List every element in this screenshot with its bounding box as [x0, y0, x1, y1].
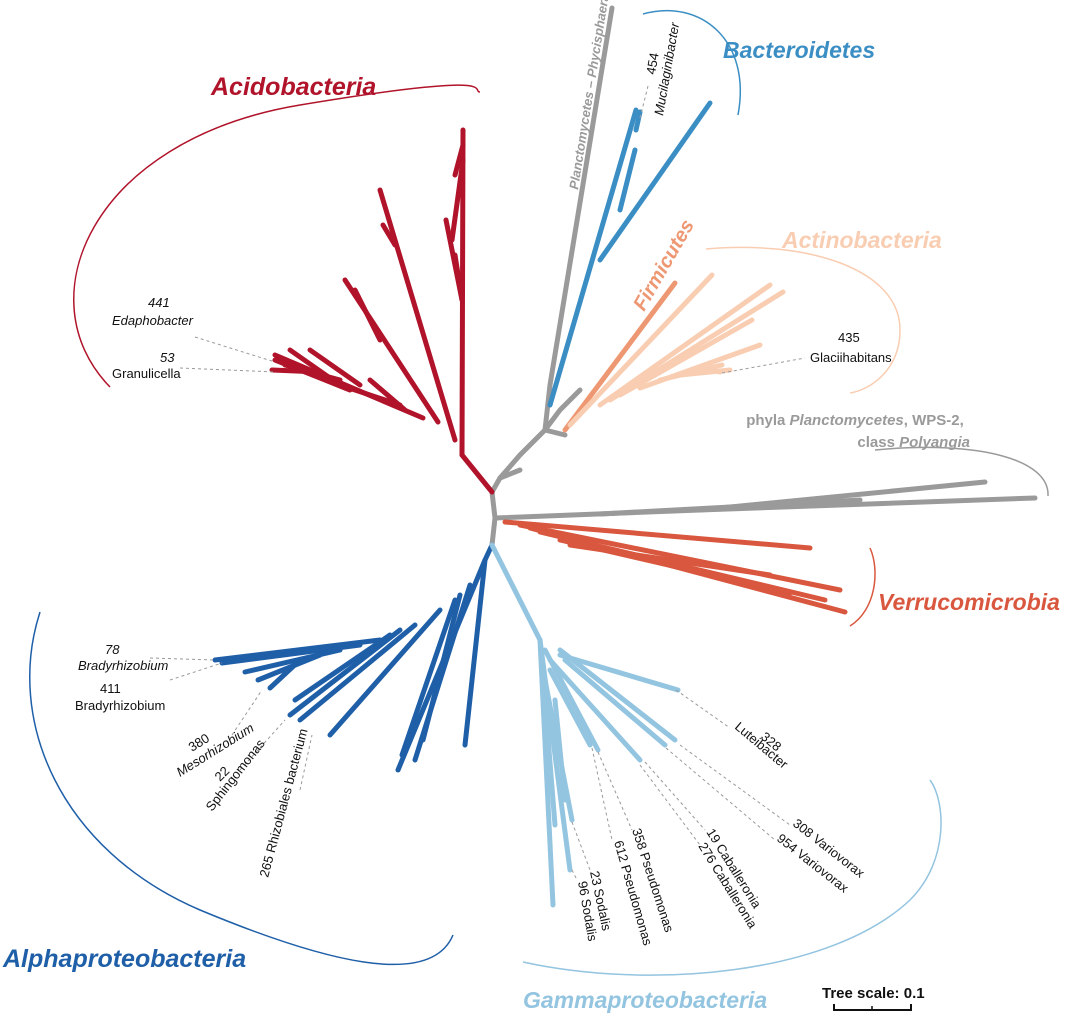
verrucomicrobia-branches — [502, 519, 848, 615]
leaf-label-luteibacter: Luteibacter — [732, 719, 791, 772]
acidobacteria-bracket — [73, 84, 481, 388]
phycisphaerae-branch — [542, 5, 615, 433]
phyla-group-prefix: phyla — [746, 412, 789, 429]
clade-label-gammaproteobacteria: Gammaproteobacteria — [523, 987, 767, 1013]
leaf-label-bradyrhizobium411: Bradyrhizobium — [75, 698, 165, 713]
leaf-label-glaciihabitans-id: 435 — [838, 330, 860, 345]
firmicutes-branches — [562, 280, 678, 433]
leaf-label-granulicella: Granulicella — [112, 366, 181, 381]
clade-label-actinobacteria: Actinobacteria — [781, 227, 942, 253]
alphaproteobacteria-branches — [212, 542, 495, 773]
tree-scale: Tree scale: 0.1 — [822, 985, 925, 1011]
tree-scale-label: Tree scale: 0.1 — [822, 985, 925, 1002]
verrucomicrobia-bracket — [849, 547, 876, 627]
phyla-group-label-line2: class Polyangia — [857, 434, 970, 451]
clade-label-bacteroidetes: Bacteroidetes — [723, 37, 875, 63]
gammaproteobacteria-bracket — [522, 779, 942, 976]
bacteroidetes-branches — [547, 100, 713, 408]
leaf-label-bradyrhizobium411-id: 411 — [100, 681, 121, 696]
leaf-label-bradyrhizobium78: Bradyrhizobium — [78, 658, 168, 673]
phyla-group-wps: , WPS-2, — [904, 412, 964, 429]
actinobacteria-bracket — [705, 246, 901, 394]
phyla-group-label: phyla Planctomycetes, WPS-2, — [746, 412, 964, 429]
tree-branches — [212, 5, 1038, 908]
leaf-label-glaciihabitans: Glaciihabitans — [810, 350, 892, 365]
clade-label-verrucomicrobia: Verrucomicrobia — [878, 589, 1060, 615]
clade-label-phycisphaerae: Planctomycetes – Phycisphaerae — [566, 0, 613, 190]
leader-lines — [149, 85, 806, 881]
leaf-label-bradyrhizobium78-id: 78 — [105, 642, 120, 657]
clade-brackets — [29, 9, 1049, 976]
bacteroidetes-bracket — [642, 9, 741, 116]
phyla-group-polyangia: Polyangia — [899, 434, 970, 451]
leaf-label-edaphobacter-id: 441 — [148, 295, 170, 310]
leaf-label-granulicella-id: 53 — [160, 350, 175, 365]
actinobacteria-branches — [567, 272, 786, 428]
leaf-label-edaphobacter: Edaphobacter — [112, 313, 194, 328]
leaf-label-rhizobiales: 265 Rhizobiales bacterium — [256, 727, 310, 879]
clade-label-alphaproteobacteria: Alphaproteobacteria — [2, 945, 246, 973]
planctomycetes-group-branches — [492, 479, 1038, 521]
clade-label-acidobacteria: Acidobacteria — [210, 73, 376, 101]
leaf-label-mucilaginibacter-id: 454 — [643, 52, 662, 76]
phyla-group-class-prefix: class — [857, 434, 899, 451]
acidobacteria-branches — [269, 127, 495, 495]
alphaproteobacteria-bracket — [29, 611, 454, 966]
phyla-group-planctomycetes: Planctomycetes — [790, 412, 904, 429]
gammaproteobacteria-branches — [489, 542, 681, 908]
planctomycetes-group-bracket — [874, 446, 1049, 497]
